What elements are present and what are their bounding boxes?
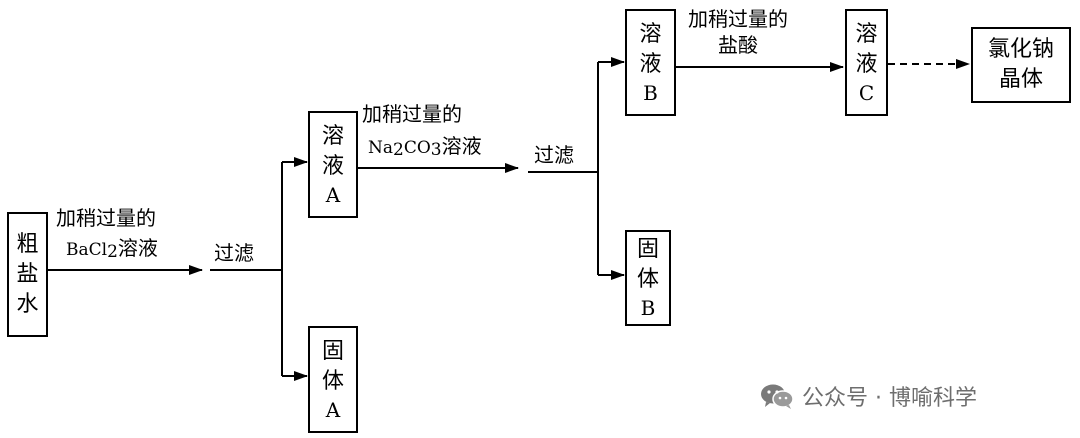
node-solid-a: 固 体 A [308,326,358,433]
watermark: 公众号 · 博喻科学 [760,380,977,412]
node-solution-a: 溶 液 A [308,111,358,218]
node-solid-b: 固 体 B [625,230,671,326]
step2-reagent-line1: 加稍过量的 [362,102,462,126]
step1-reagent-line2: BaCl2溶液 [66,236,158,262]
step2-reagent-label: 加稍过量的 Na2CO3溶液 [362,102,482,162]
step3-reagent-label: 加稍过量的 盐酸 [688,7,788,57]
step3-reagent-line2: 盐酸 [718,33,758,57]
node-nacl-crystal: 氯化钠 晶体 [971,27,1071,103]
node-solution-c: 溶 液 C [845,9,888,116]
filter1-label: 过滤 [214,241,254,265]
filter2-label: 过滤 [534,143,574,167]
wechat-icon [761,384,794,409]
step2-reagent-line2: Na2CO3溶液 [368,134,482,160]
step3-reagent-line1: 加稍过量的 [688,7,788,31]
node-crude-brine: 粗 盐 水 [7,212,48,337]
step1-reagent-label: 加稍过量的 BaCl2溶液 [56,206,158,264]
step1-reagent-line1: 加稍过量的 [56,206,156,230]
node-solution-b: 溶 液 B [625,9,676,116]
watermark-text: 公众号 · 博喻科学 [802,386,977,411]
